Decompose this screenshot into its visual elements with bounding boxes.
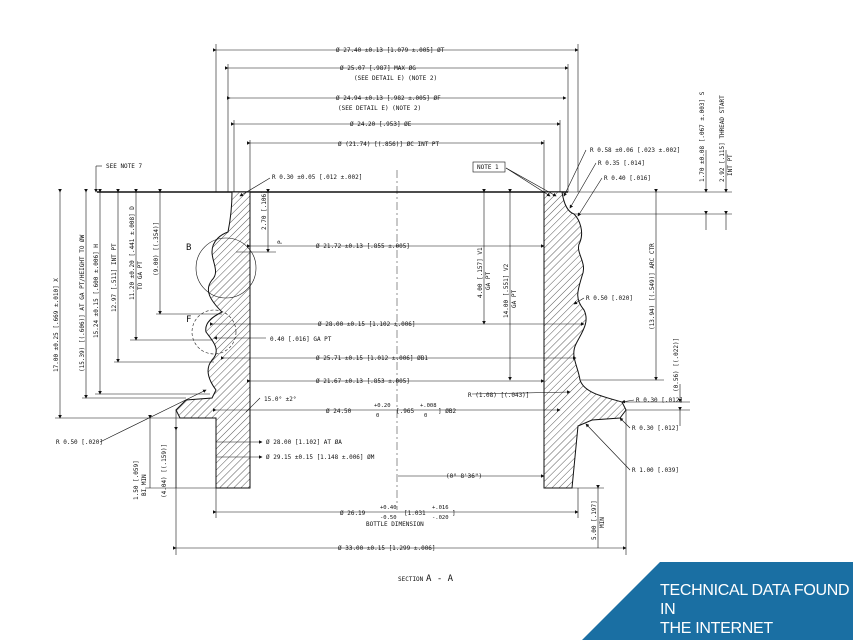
vdim-500b: MIN bbox=[599, 517, 606, 528]
vdim-v1: 4.00 [.157] V1 bbox=[477, 247, 484, 298]
dim-g-note: (SEE DETAIL E) (NOTE 2) bbox=[354, 75, 437, 82]
section-letters: A - A bbox=[426, 574, 454, 584]
radius-050-left: R 0.50 [.020] bbox=[56, 439, 103, 446]
dim-b2-in-lo: 0 bbox=[424, 413, 427, 419]
label-b: B bbox=[186, 243, 191, 253]
vdim-150b: BI MIN bbox=[141, 474, 148, 496]
radius-040: R 0.40 [.016] bbox=[604, 175, 651, 182]
dim-b2-tol-up: +0.20 bbox=[374, 403, 391, 409]
see-note7: SEE NOTE 7 bbox=[106, 163, 143, 170]
vdim-900: (9.00) [(.354)] bbox=[153, 222, 160, 276]
vdim-v1b: GA PT bbox=[485, 272, 492, 290]
right-vertical-dimensions bbox=[482, 150, 732, 548]
banner-line-2: THE INTERNET bbox=[660, 620, 773, 637]
radius-030-b: R 0.30 [.012] bbox=[632, 425, 679, 432]
label-f: F bbox=[186, 315, 191, 325]
dim-bottle-a: Ø 26.19 bbox=[340, 510, 366, 517]
vdim-w: (15.39) [(.606)] AT GA PT/HEIGHT TO ØW bbox=[79, 234, 86, 372]
dim-b2-tol-lo: 0 bbox=[376, 413, 379, 419]
watermark-text: TECHNICAL DATA FOUND IN THE INTERNET bbox=[660, 581, 850, 638]
dim-b1: Ø 25.71 ±0.15 [1.012 ±.006] ØB1 bbox=[316, 355, 428, 362]
dim-b2-in-up: +.008 bbox=[420, 403, 437, 409]
left-vertical-dimensions bbox=[55, 165, 276, 489]
angle-15: 15.0° ±2° bbox=[264, 396, 297, 403]
dim-33: Ø 33.00 ±0.15 [1.299 ±.006] bbox=[338, 545, 436, 552]
vdim-p: 2.70 [.106] bbox=[261, 190, 268, 230]
vdim-s: 1.70 ±0.08 [.067 ±.003] S bbox=[699, 91, 706, 182]
note1-label: NOTE 1 bbox=[477, 164, 499, 171]
right-wall-section bbox=[543, 191, 627, 489]
dim-bottle-up: +0.40 bbox=[380, 505, 397, 511]
dim-bottle-b: [1.031 bbox=[404, 510, 426, 517]
dim-a: Ø 28.00 [1.102] AT ØA bbox=[266, 439, 342, 446]
dim-bottle-c: ] bbox=[452, 510, 456, 517]
dim-e: Ø 24.20 [.953] ØE bbox=[350, 121, 412, 128]
dim-2167: Ø 21.67 ±0.13 [.853 ±.005] bbox=[316, 378, 410, 385]
radius-035: R 0.35 [.014] bbox=[598, 160, 645, 167]
dim-b2-b: [.965 bbox=[396, 408, 414, 415]
vdim-500: 5.00 [.197] bbox=[591, 500, 598, 540]
vdim-d: 11.20 ±0.20 [.441 ±.008] D bbox=[129, 206, 136, 300]
angle-small: (0° 8'36") bbox=[446, 473, 482, 480]
vdim-v2: 14.00 [.551] V2 bbox=[503, 263, 510, 318]
vdim-arc: (13.94) [(.549)] ARC CTR bbox=[649, 243, 656, 330]
vdim-d2: TO GA PT bbox=[137, 261, 144, 290]
section-word: SECTION bbox=[398, 576, 424, 583]
vdim-056: (0.56) [(.022)] bbox=[673, 338, 680, 392]
dim-bottle-in-up: +.016 bbox=[432, 505, 449, 511]
dim-m: Ø 29.15 ±0.15 [1.148 ±.006] ØM bbox=[266, 454, 375, 461]
vdim-h: 15.24 ±0.15 [.600 ±.006] H bbox=[93, 244, 100, 338]
radius-050-right: R 0.50 [.020] bbox=[586, 295, 633, 302]
bottle-dimension-label: BOTTLE DIMENSION bbox=[366, 521, 424, 528]
vdim-404: (4.04) [(.159)] bbox=[161, 444, 168, 498]
leader-lines bbox=[99, 149, 635, 471]
detail-circle-f bbox=[191, 309, 237, 355]
dim-ga: 0.40 [.016] GA PT bbox=[270, 336, 332, 343]
left-wall-section bbox=[175, 191, 251, 489]
dim-t: Ø 27.40 ±0.13 [1.079 ±.005] ØT bbox=[336, 47, 445, 54]
radius-030: R 0.30 ±0.05 [.012 ±.002] bbox=[272, 174, 362, 181]
vdim-150: 1.50 [.059] bbox=[133, 460, 140, 500]
radius-100: R 1.00 [.039] bbox=[632, 467, 679, 474]
dim-bottle-in-lo: -.020 bbox=[432, 515, 449, 521]
dim-b2-a: Ø 24.50 bbox=[326, 408, 352, 415]
radius-108: R (1.08) [(.043)] bbox=[468, 392, 529, 399]
radius-030-a: R 0.30 [.012] bbox=[636, 397, 683, 404]
detail-circle-b bbox=[195, 237, 257, 299]
vdim-x: 17.00 ±0.25 [.669 ±.010] X bbox=[53, 278, 60, 372]
dim-c: Ø (21.74) [(.856)] ØC INT PT bbox=[338, 141, 440, 148]
dim-inner: Ø 21.72 ±0.13 [.855 ±.005] bbox=[316, 243, 410, 250]
vdim-p2: P bbox=[277, 240, 284, 244]
dim-f-note: (SEE DETAIL E) (NOTE 2) bbox=[338, 105, 421, 112]
vdim-v2b: GA PT bbox=[511, 290, 518, 308]
dim-b2-c: ] ØB2 bbox=[438, 408, 456, 415]
dim-bottle-lo: -0.50 bbox=[380, 515, 397, 521]
dim-g: Ø 25.07 [.987] MAX ØG bbox=[340, 65, 416, 72]
dim-28: Ø 28.00 ±0.15 [1.102 ±.006] bbox=[318, 321, 416, 328]
radius-058: R 0.58 ±0.06 [.023 ±.002] bbox=[590, 147, 680, 154]
vdim-1297: 12.97 [.511] INT PT bbox=[111, 243, 118, 312]
watermark-banner bbox=[582, 562, 853, 640]
vdim-thread: 2.92 [.115] THREAD START bbox=[719, 95, 726, 182]
note1-box bbox=[472, 161, 506, 173]
vdim-thread2: INT PT bbox=[727, 154, 734, 176]
banner-line-1: TECHNICAL DATA FOUND IN bbox=[660, 582, 850, 618]
dim-f: Ø 24.94 ±0.13 [.982 ±.005] ØF bbox=[336, 95, 441, 102]
